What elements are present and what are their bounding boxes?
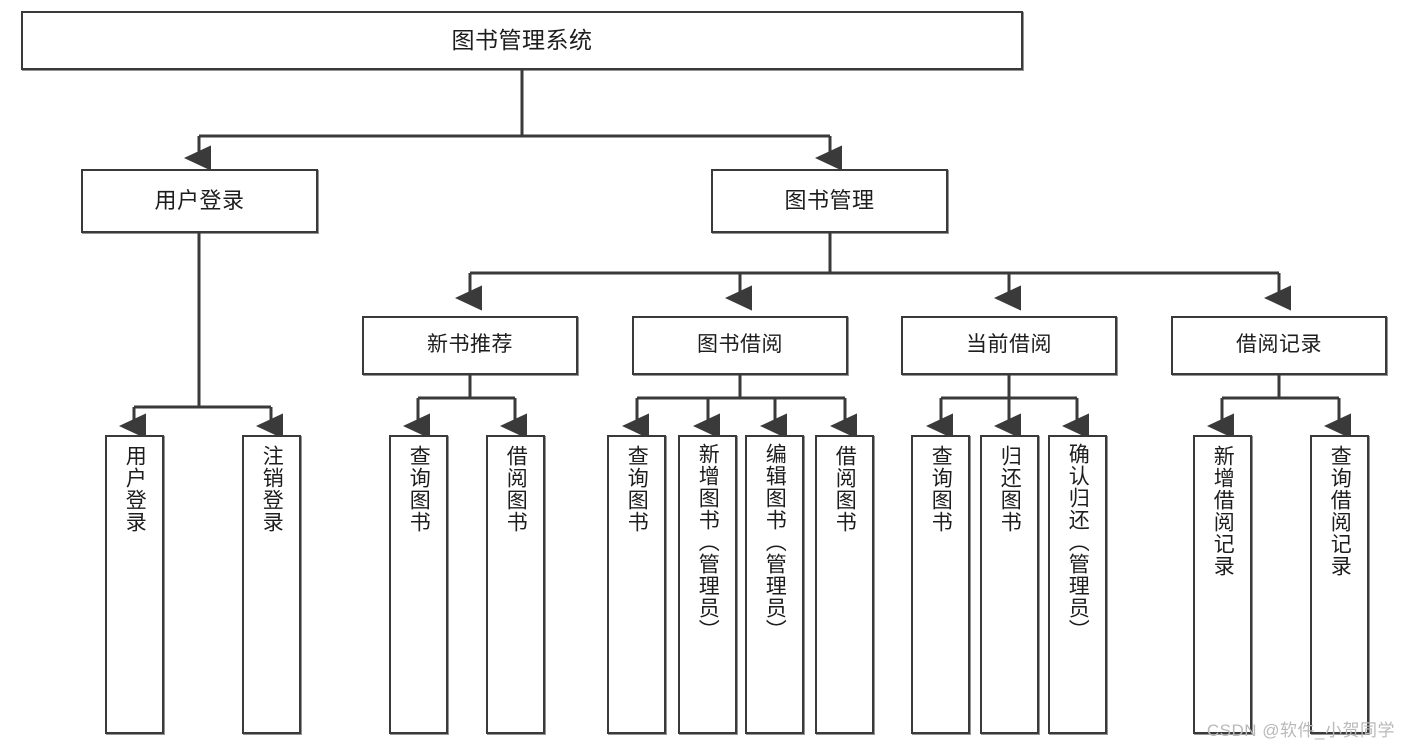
node-label: 查询图书 [929,445,953,533]
node-leaf-query-book-current[interactable]: 查询图书 [911,435,970,734]
node-book-borrow[interactable]: 图书借阅 [632,316,848,375]
node-label: 查询图书 [625,445,649,533]
node-label: 新书推荐 [427,333,513,357]
node-user-login[interactable]: 用户登录 [81,169,318,233]
node-leaf-borrow-book-new[interactable]: 借阅图书 [486,435,545,734]
node-leaf-add-borrow-record[interactable]: 新增借阅记录 [1193,435,1252,734]
node-label: 图书借阅 [697,333,783,357]
node-leaf-edit-book-admin[interactable]: 编辑图书（管理员） [745,435,804,734]
node-leaf-confirm-return-admin[interactable]: 确认归还（管理员） [1048,435,1107,734]
node-label: 借阅图书 [833,445,857,533]
node-leaf-borrow-book[interactable]: 借阅图书 [815,435,874,734]
node-label: 图书管理系统 [451,26,593,53]
node-label: 当前借阅 [966,333,1052,357]
watermark-text: CSDN @软件_小贺同学 [1206,721,1395,740]
node-label: 确认归还（管理员） [1066,443,1090,641]
node-label: 新增图书（管理员） [696,443,720,641]
node-root-system[interactable]: 图书管理系统 [21,11,1023,70]
node-label: 查询图书 [407,445,431,533]
node-leaf-query-book-borrow[interactable]: 查询图书 [607,435,666,734]
node-label: 用户登录 [123,445,147,533]
node-leaf-user-login[interactable]: 用户登录 [105,435,164,734]
node-label: 新增借阅记录 [1211,445,1235,577]
node-label: 图书管理 [784,188,875,214]
node-leaf-logout[interactable]: 注销登录 [242,435,301,734]
node-book-management[interactable]: 图书管理 [711,169,948,233]
node-borrow-record[interactable]: 借阅记录 [1171,316,1387,375]
node-new-book-recommend[interactable]: 新书推荐 [362,316,578,375]
node-label: 借阅记录 [1236,333,1322,357]
node-label: 查询借阅记录 [1328,445,1352,577]
node-label: 用户登录 [154,188,245,214]
node-label: 归还图书 [998,445,1022,533]
node-leaf-query-borrow-record[interactable]: 查询借阅记录 [1310,435,1369,734]
node-label: 编辑图书（管理员） [763,443,787,641]
node-leaf-query-book-new[interactable]: 查询图书 [389,435,448,734]
node-label: 注销登录 [260,445,284,533]
node-label: 借阅图书 [504,445,528,533]
node-leaf-add-book-admin[interactable]: 新增图书（管理员） [678,435,737,734]
node-leaf-return-book[interactable]: 归还图书 [980,435,1039,734]
node-current-borrow[interactable]: 当前借阅 [901,316,1117,375]
